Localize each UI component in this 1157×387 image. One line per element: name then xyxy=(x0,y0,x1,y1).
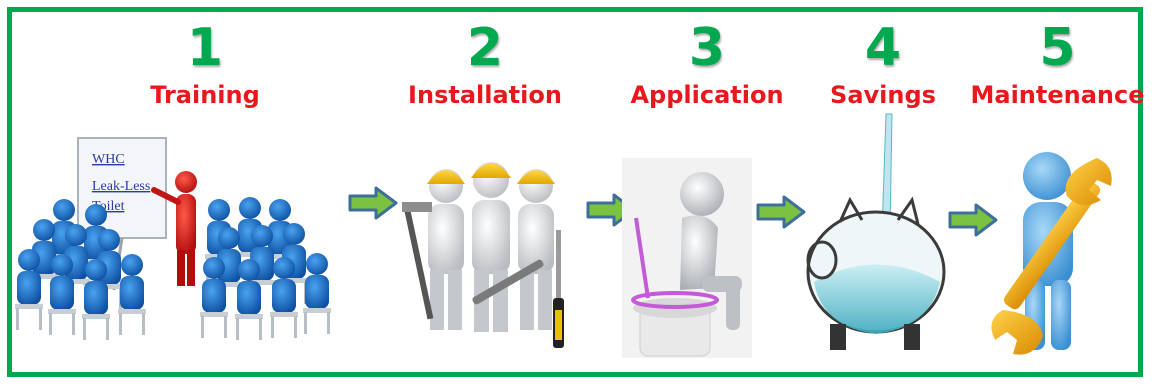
step-5-label: Maintenance xyxy=(970,81,1145,109)
step-4-label: Savings xyxy=(830,81,936,109)
step-1-label: Training xyxy=(150,81,260,109)
diagram-frame xyxy=(7,7,1143,377)
step-5-number: 5 xyxy=(1039,18,1076,78)
step-2-header: 2 Installation xyxy=(400,22,570,110)
step-1-number: 1 xyxy=(186,18,224,78)
step-3-header: 3 Application xyxy=(622,22,792,110)
step-3-label: Application xyxy=(630,81,784,109)
screwdriver-icon xyxy=(553,230,564,348)
step-4-header: 4 Savings xyxy=(818,22,948,110)
application-toilet-illustration xyxy=(622,158,752,358)
wrench-icon xyxy=(472,259,544,305)
hammer-icon xyxy=(402,202,434,320)
step-3-number: 3 xyxy=(688,18,726,78)
savings-piggy-bank-illustration xyxy=(806,113,946,350)
arrow-right-icon xyxy=(756,195,806,229)
worker-right xyxy=(517,169,555,330)
step-2-number: 2 xyxy=(466,18,504,78)
wrench-icon xyxy=(991,158,1112,355)
step-5-header: 5 Maintenance xyxy=(970,22,1145,110)
whiteboard-line-2: Leak-Less xyxy=(92,179,150,194)
arrow-right-icon xyxy=(348,186,398,220)
step-1-header: 1 Training xyxy=(135,22,275,110)
maintenance-wrench-illustration xyxy=(991,152,1112,355)
teacher-figure xyxy=(151,171,197,286)
step-2-label: Installation xyxy=(408,81,562,109)
training-classroom-illustration: WHC Leak-Less Toilet xyxy=(15,137,331,340)
seated-figure xyxy=(680,172,742,330)
step-4-number: 4 xyxy=(864,18,902,78)
piggy-bank-icon xyxy=(806,196,946,350)
worker-center xyxy=(471,162,511,332)
toilet-icon xyxy=(631,217,719,357)
students-right xyxy=(200,197,331,340)
whiteboard-line-1: WHC xyxy=(92,152,125,167)
arrow-right-icon xyxy=(948,203,998,237)
installation-workers-illustration xyxy=(402,162,564,348)
worker-left xyxy=(427,169,465,330)
